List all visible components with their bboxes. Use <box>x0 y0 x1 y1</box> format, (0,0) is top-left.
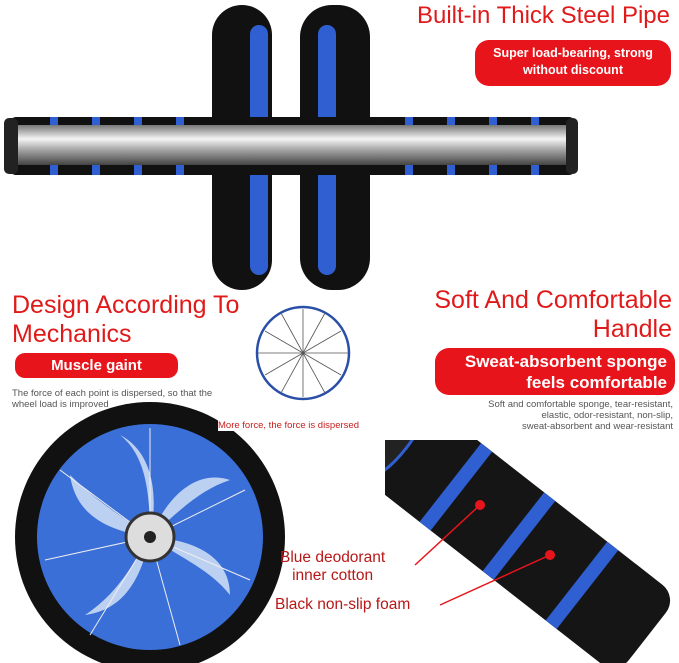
handle-note: Soft and comfortable sponge, tear-resist… <box>488 399 673 432</box>
callout-line: inner cotton <box>292 567 374 584</box>
steel-pipe <box>18 125 566 165</box>
steel-pipe-badge: Super load-bearing, strong without disco… <box>475 40 671 86</box>
cotton-callout: Blue deodorant inner cotton <box>280 549 385 585</box>
title-line: Mechanics <box>12 320 132 348</box>
note-line: The force of each point is dispersed, so… <box>12 388 213 399</box>
wheel-closeup <box>15 402 285 663</box>
badge-line: Sweat-absorbent sponge <box>464 352 667 371</box>
note-line: wheel load is improved <box>12 399 109 410</box>
muscle-badge: Muscle gaint <box>15 353 178 378</box>
mechanics-note: The force of each point is dispersed, so… <box>12 388 212 410</box>
note-line: sweat-absorbent and wear-resistant <box>521 421 673 432</box>
callout-line: Blue deodorant <box>280 549 386 566</box>
handle-closeup <box>385 440 671 663</box>
badge-line: Super load-bearing, strong <box>493 46 653 60</box>
badge-line: without discount <box>523 63 623 77</box>
steel-pipe-title: Built-in Thick Steel Pipe <box>416 2 670 29</box>
note-line: Soft and comfortable sponge, tear-resist… <box>488 399 673 410</box>
mechanics-title: Design According To Mechanics <box>12 291 239 349</box>
handle-title: Soft And Comfortable Handle <box>434 286 672 344</box>
title-line: Design According To <box>12 291 240 319</box>
title-line: Handle <box>592 315 672 343</box>
ab-roller-image <box>4 5 578 290</box>
spoke-diagram <box>255 305 351 401</box>
badge-line: feels comfortable <box>526 373 667 392</box>
title-line: Soft And Comfortable <box>434 286 672 314</box>
note-line: elastic, odor-resistant, non-slip, <box>541 410 673 421</box>
spoke-caption: More force, the force is dispersed <box>218 420 359 431</box>
sponge-badge: Sweat-absorbent sponge feels comfortable <box>435 348 675 395</box>
foam-callout: Black non-slip foam <box>275 596 411 613</box>
